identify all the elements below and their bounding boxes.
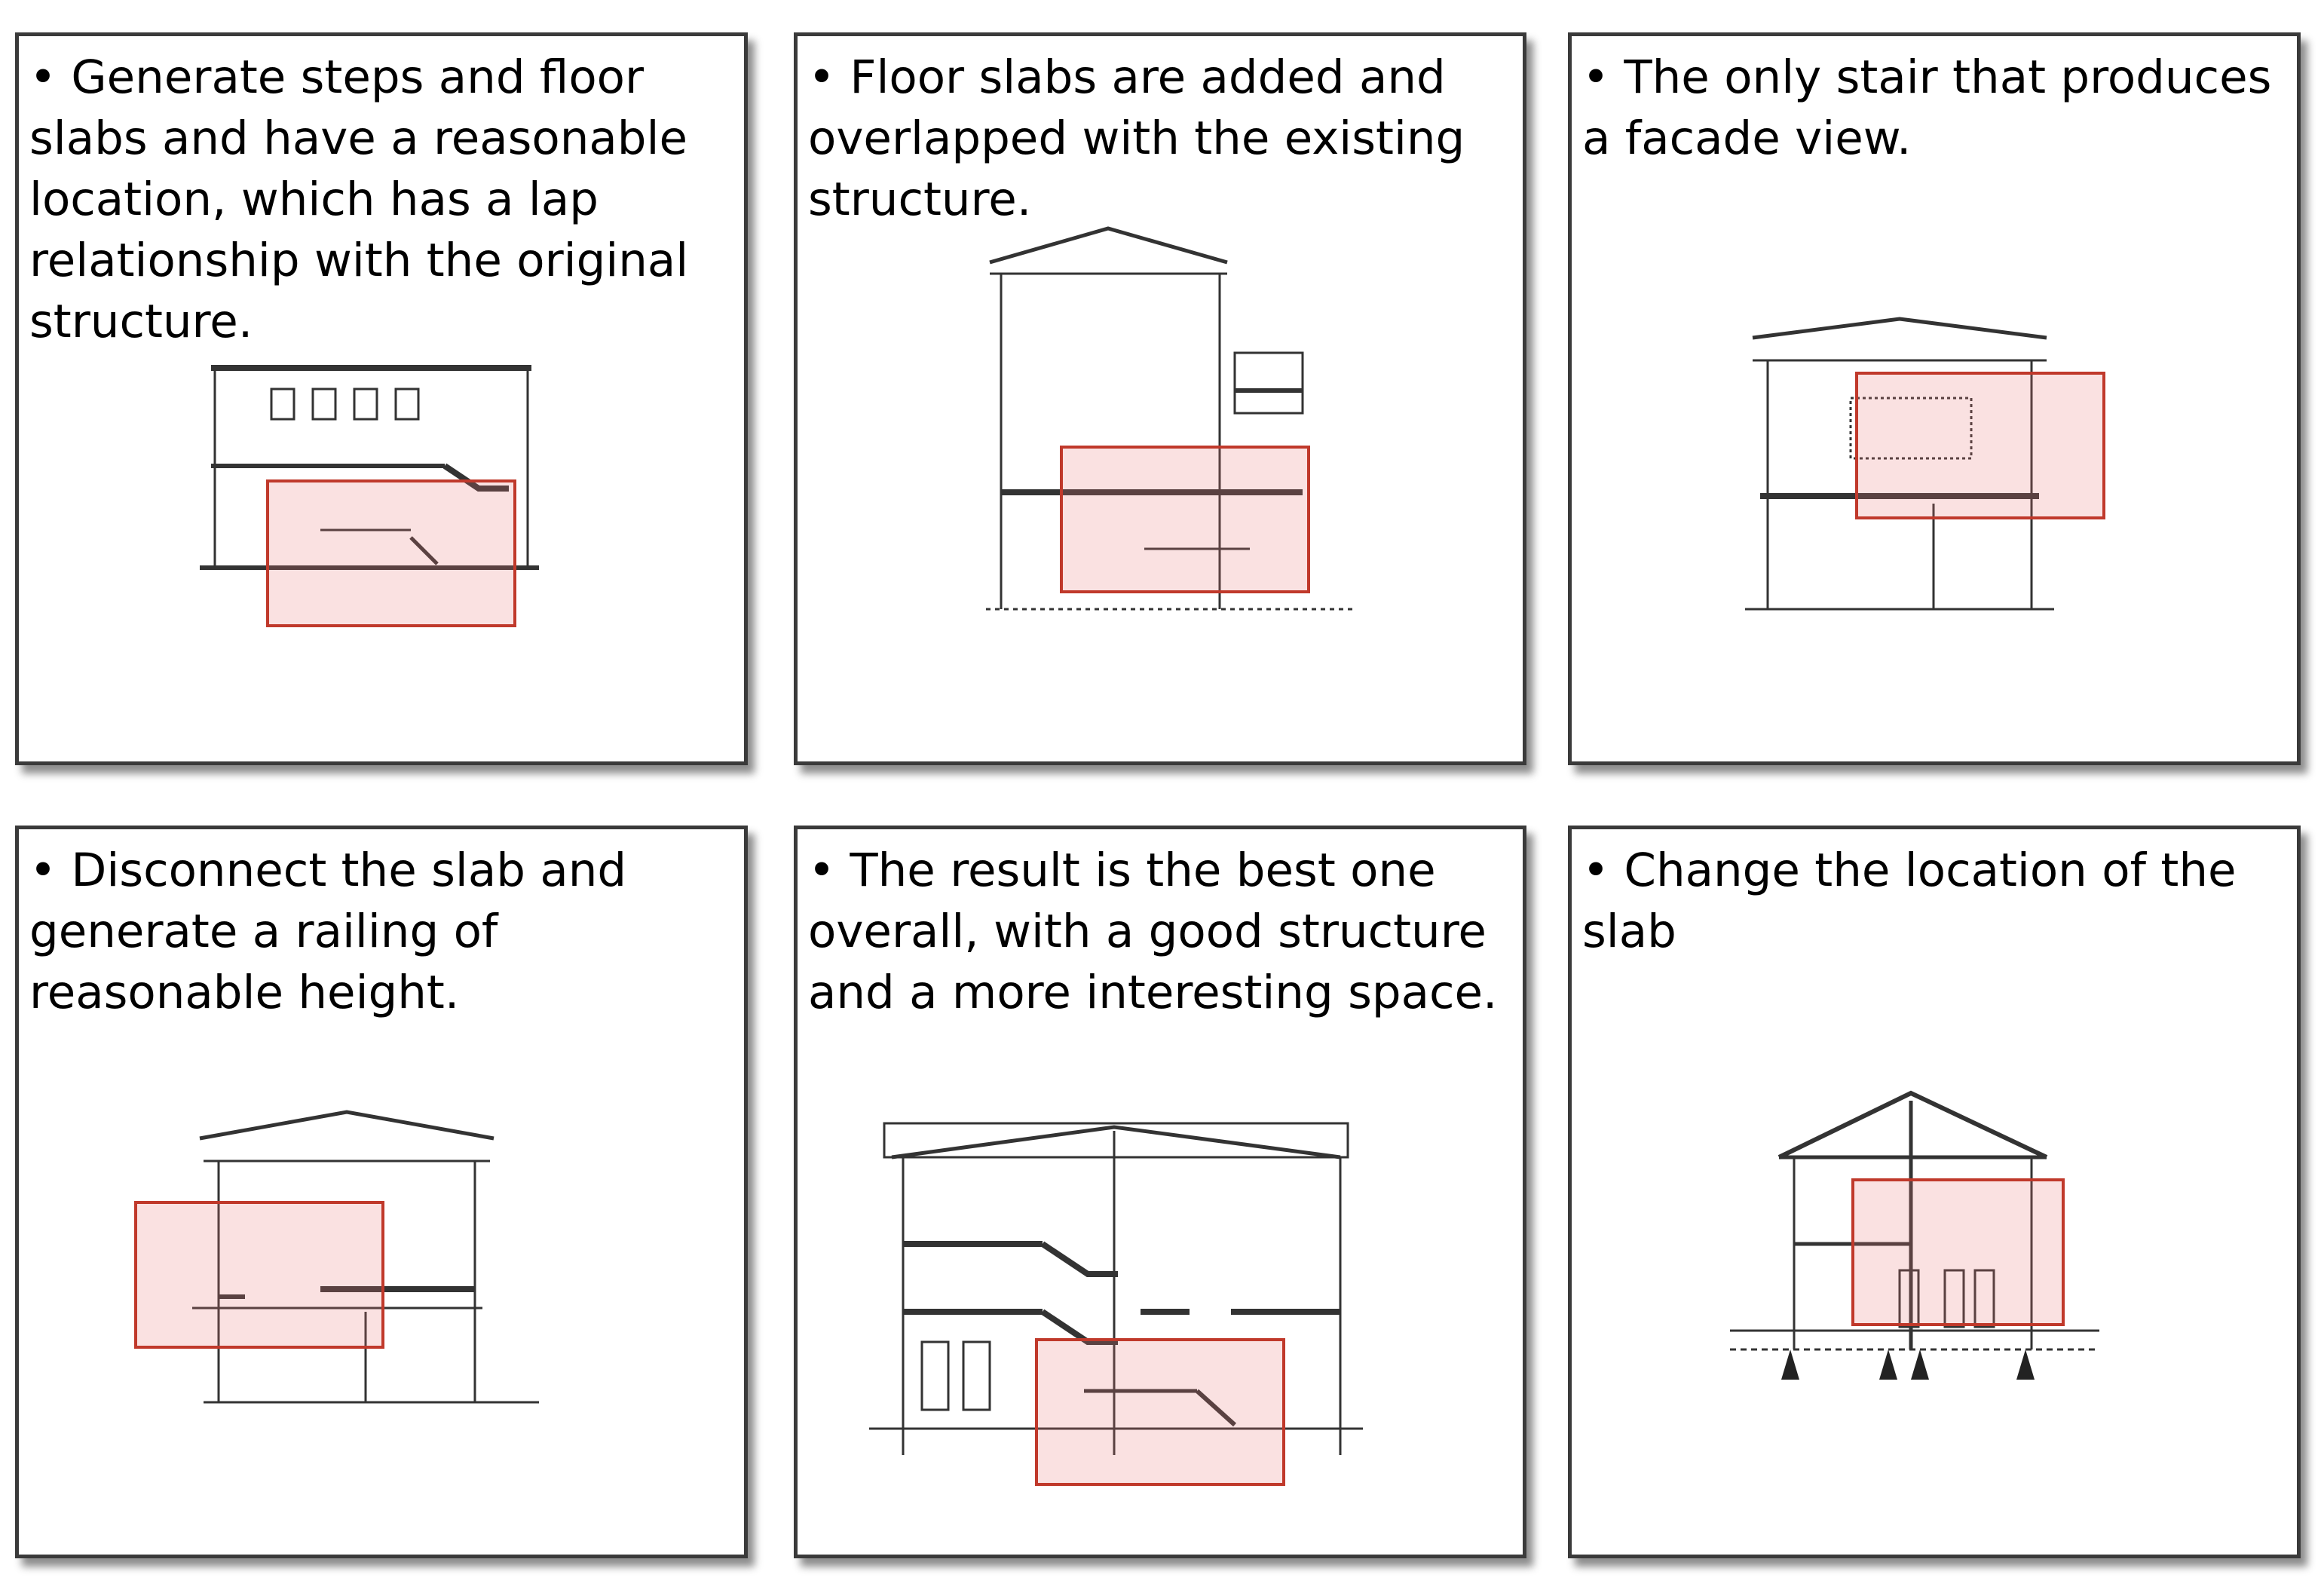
highlight-box [268, 481, 515, 626]
highlight-box [1853, 1180, 2063, 1325]
panel-caption: • Change the location of the slab [1582, 844, 2251, 958]
panel-caption: • The result is the best one overall, wi… [808, 844, 1502, 1019]
panel-6: • Change the location of the slab [1568, 826, 2301, 1558]
panel-caption: • Generate steps and floor slabs and hav… [29, 51, 703, 348]
panel-4: • Disconnect the slab and generate a rai… [15, 826, 748, 1558]
panel-1: • Generate steps and floor slabs and hav… [15, 32, 748, 765]
highlight-box [1036, 1340, 1284, 1484]
panel-5: • The result is the best one overall, wi… [794, 826, 1526, 1558]
section-drawing [798, 36, 1523, 761]
section-drawing [1572, 829, 2297, 1380]
section-drawing [798, 829, 1523, 1555]
section-drawing [19, 36, 744, 761]
panel-caption: • Floor slabs are added and overlapped w… [808, 51, 1480, 226]
highlight-box [136, 1202, 383, 1347]
panel-2: • Floor slabs are added and overlapped w… [794, 32, 1526, 765]
highlight-box [1061, 447, 1309, 592]
panel-caption: • Disconnect the slab and generate a rai… [29, 844, 641, 1019]
panel-caption: • The only stair that produces a facade … [1582, 51, 2286, 165]
section-drawing [1572, 36, 2297, 761]
section-drawing [19, 829, 744, 1555]
panel-3: • The only stair that produces a facade … [1568, 32, 2301, 765]
highlight-box [1857, 373, 2104, 518]
